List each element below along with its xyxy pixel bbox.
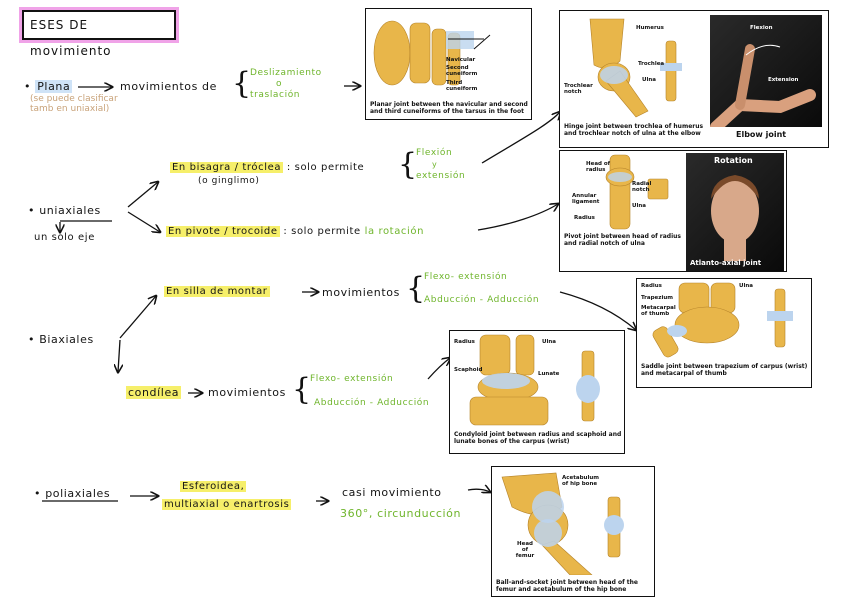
- hinge-move-1: Flexión: [416, 148, 453, 158]
- condyle-move-1: Flexo- extensión: [310, 374, 394, 384]
- plana-note: (se puede clasificar tamb en uniaxial): [30, 94, 118, 114]
- condyloid-label-ulna: Ulna: [542, 339, 556, 345]
- condyloid-label-scaphoid: Scaphoid: [454, 367, 483, 373]
- saddle-joint-illustration: [652, 282, 793, 358]
- hinge-label-trochlea: Trochlea: [638, 61, 665, 67]
- hinge-move-2: y: [432, 160, 438, 169]
- planar-label-navicular: Navicular: [446, 57, 476, 63]
- hinge-label-ulna: Ulna: [642, 77, 656, 83]
- planar-joint-illustration: [373, 20, 491, 86]
- uniaxiales-label: • uniaxiales: [28, 204, 101, 217]
- pivot-label-annular: Annular ligament: [572, 193, 600, 205]
- arrow-condyle-panel: [427, 358, 450, 380]
- hinge-label-humerus: Humerus: [636, 25, 664, 31]
- arrow-biaxial-condyle: [118, 339, 120, 372]
- saddle-caption: Saddle joint between trapezium of carpus…: [641, 363, 808, 377]
- hinge-joint-illustration: [589, 18, 682, 118]
- pivot-label: En pivote / trocoide : solo permite la r…: [166, 226, 425, 237]
- pivot-label-head: Head of radius: [586, 161, 611, 173]
- uniaxiales-sub: un solo eje: [34, 232, 95, 243]
- hinge-caption: Hinge joint between trochlea of humerus …: [564, 123, 704, 137]
- pivot-caption: Pivot joint between head of radius and r…: [564, 233, 681, 247]
- ball-label-acetabulum: Acetabulum of hip bone: [562, 475, 599, 487]
- plana-label: • Plana: [24, 80, 73, 93]
- saddle-move-1: Flexo- extensión: [424, 272, 508, 282]
- ball-label-femur: Head of femur: [515, 541, 535, 559]
- elbow-label-extension: Extension: [768, 77, 799, 83]
- plana-move-2: o: [276, 79, 283, 89]
- saddle-joint-panel: Radius Ulna Trapezium Metacarpal of thum…: [636, 278, 812, 388]
- saddle-move-2: Abducción - Adducción: [424, 295, 540, 305]
- arrow-uniaxial-pivot: [127, 211, 160, 232]
- planar-joint-panel: Navicular Second cuneiform Third cuneifo…: [365, 8, 532, 120]
- saddle-text: movimientos: [322, 286, 400, 299]
- ball-socket-joint-panel: Acetabulum of hip bone Head of femur Bal…: [491, 466, 655, 597]
- pivot-joint-panel: Head of radius Radial notch Annular liga…: [559, 150, 787, 272]
- hinge-brace: {: [398, 147, 418, 182]
- pivot-label-ulna: Ulna: [632, 203, 646, 209]
- hinge-alt: (o ginglimo): [198, 176, 260, 186]
- arrow-poliaxial-panel: [467, 489, 490, 492]
- ball-socket-illustration: [501, 472, 624, 575]
- elbow-arm-illustration: [710, 44, 816, 133]
- condyloid-caption: Condyloid joint between radius and scaph…: [454, 431, 622, 445]
- elbow-label-flexion: Flexion: [750, 25, 773, 31]
- saddle-label-metacarpal: Metacarpal of thumb: [641, 305, 676, 317]
- condyle-text: movimientos: [208, 386, 286, 399]
- planar-caption: Planar joint between the navicular and s…: [370, 101, 528, 115]
- hinge-label-notch: Trochlear notch: [564, 83, 593, 95]
- elbow-photo: Flexion Extension: [710, 15, 822, 133]
- page-title: ESES DE movimiento: [22, 10, 176, 58]
- arrow-saddle-panel: [559, 291, 636, 330]
- poliaxial-movement: 360°, circunducción: [340, 507, 462, 520]
- planar-label-third: Third cuneiform: [446, 80, 478, 92]
- condyloid-label-lunate: Lunate: [538, 371, 560, 377]
- ball-caption: Ball-and-socket joint between head of th…: [496, 579, 638, 593]
- condyloid-label-radius: Radius: [454, 339, 475, 345]
- arrow-biaxial-saddle: [119, 296, 156, 339]
- condyle-brace: {: [292, 372, 312, 407]
- plana-movements-label: movimientos de: [120, 80, 217, 93]
- pivot-photo-top: Rotation: [714, 156, 753, 165]
- condyle-move-2: Abducción - Adducción: [314, 398, 430, 408]
- pivot-label-radial-notch: Radial notch: [632, 181, 652, 193]
- poliaxial-type-1: Esferoidea,: [180, 481, 247, 492]
- arrow-hinge-panel: [481, 112, 560, 164]
- hinge-label: En bisagra / tróclea : solo permite: [170, 162, 365, 173]
- arrow-pivot-panel: [477, 204, 558, 231]
- plana-move-3: traslación: [250, 90, 301, 100]
- pivot-label-radius: Radius: [574, 215, 595, 221]
- saddle-label-trapezium: Trapezium: [641, 295, 673, 301]
- plana-brace: {: [232, 66, 252, 101]
- saddle-label-radius: Radius: [641, 283, 662, 289]
- condyle-label: condílea: [126, 386, 182, 399]
- saddle-label-ulna: Ulna: [739, 283, 753, 289]
- plana-move-1: Deslizamiento: [250, 68, 322, 78]
- arrow-uniaxial-hinge: [127, 182, 158, 208]
- elbow-photo-title: Elbow joint: [736, 130, 787, 139]
- pivot-joint-illustration: [605, 154, 669, 230]
- poliaxial-type-2: multiaxial o enartrosis: [162, 499, 292, 510]
- saddle-brace: {: [406, 271, 426, 306]
- poliaxiales-label: • poliaxiales: [34, 487, 111, 500]
- condyloid-joint-panel: Radius Ulna Scaphoid Lunate Condyloid jo…: [449, 330, 625, 454]
- planar-label-second: Second cuneiform: [446, 65, 478, 77]
- hinge-move-3: extensión: [416, 171, 466, 181]
- hinge-joint-panel: Humerus Trochlea Ulna Trochlear notch Fl…: [559, 10, 829, 148]
- face-illustration: [711, 175, 759, 261]
- atlanto-axial-photo: Rotation Atlanto-axial joint: [686, 153, 784, 271]
- biaxiales-label: • Biaxiales: [28, 333, 94, 346]
- saddle-label: En silla de montar: [164, 286, 270, 297]
- pivot-photo-title: Atlanto-axial joint: [690, 259, 762, 267]
- condyloid-joint-illustration: [469, 334, 600, 426]
- poliaxial-text: casi movimiento: [342, 486, 442, 499]
